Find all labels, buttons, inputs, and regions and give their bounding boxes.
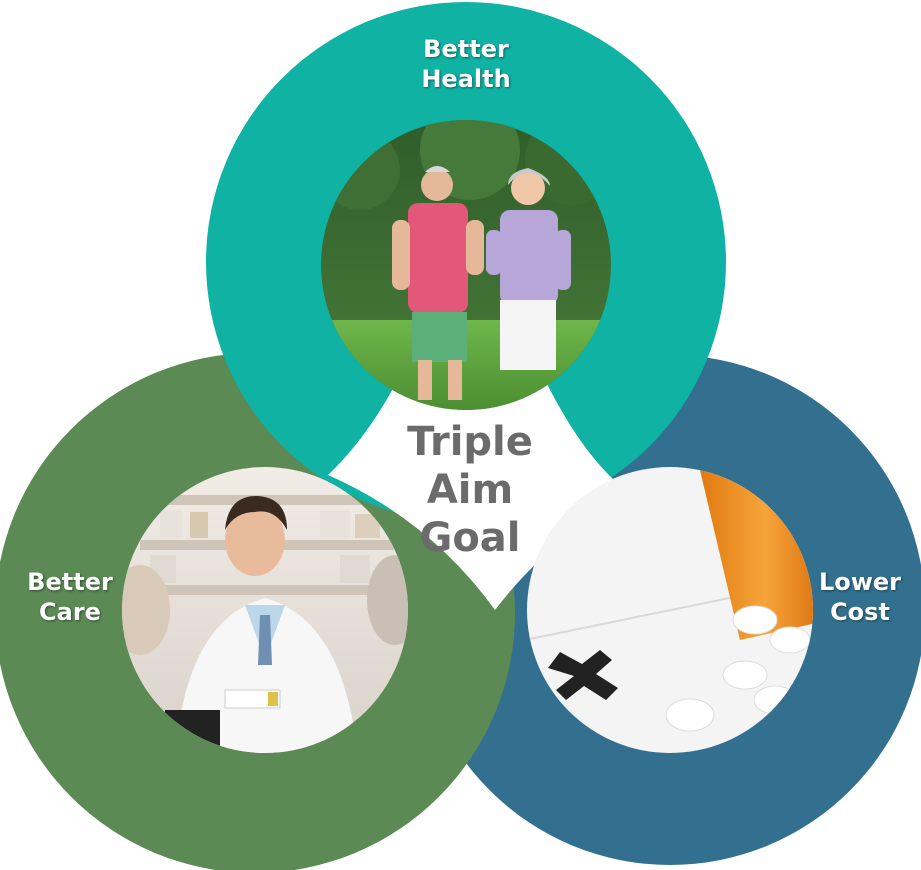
label-better-care-line1: Better	[27, 568, 113, 596]
label-better-health-line2: Health	[421, 65, 511, 93]
center-title-line3: Goal	[419, 515, 521, 561]
label-better-health: Better Health	[416, 34, 516, 94]
label-lower-cost-line1: Lower	[818, 568, 902, 596]
photo-lower-cost	[527, 467, 813, 753]
center-title: Triple Aim Goal	[385, 418, 555, 562]
label-better-care: Better Care	[20, 567, 120, 627]
label-lower-cost: Lower Cost	[810, 567, 910, 627]
center-title-line2: Aim	[426, 467, 514, 513]
label-better-health-line1: Better	[423, 35, 509, 63]
label-lower-cost-line2: Cost	[830, 598, 890, 626]
center-triangle	[328, 380, 640, 610]
center-title-line1: Triple	[407, 419, 533, 465]
photo-better-care	[122, 467, 408, 753]
label-better-care-line2: Care	[39, 598, 101, 626]
